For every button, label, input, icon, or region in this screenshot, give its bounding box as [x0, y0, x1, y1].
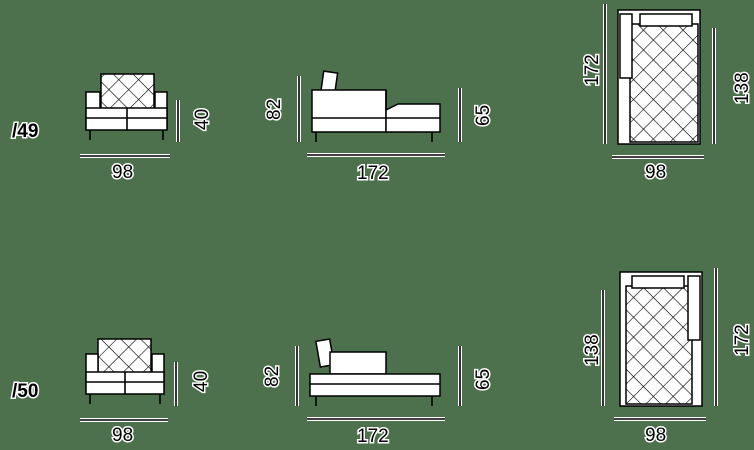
front-view-chair-49 [85, 73, 168, 140]
model-code-50: /50 [12, 381, 38, 402]
side-length-label-49: 172 [357, 163, 389, 184]
front-width-label-50: 98 [112, 425, 133, 446]
row-50: 98 40 /50 172 82 65 138 172 98 [11, 268, 754, 449]
top-width-label-49: 98 [645, 162, 666, 183]
front-width-label-49: 98 [112, 162, 133, 183]
model-code-49: /49 [12, 121, 38, 142]
top-view-chaise-49 [617, 9, 701, 145]
front-height-label-49: 40 [192, 109, 213, 130]
side-height-label-50: 82 [262, 366, 283, 387]
top-view-chaise-50 [619, 271, 703, 407]
top-width-label-50: 98 [645, 425, 666, 446]
side-seat-label-49: 65 [473, 105, 494, 126]
front-view-chair-50 [85, 338, 165, 404]
side-view-chaise-50 [309, 338, 441, 406]
top-length-label-49: 172 [582, 54, 603, 86]
row-49: 98 40 /49 172 82 65 172 138 [11, 4, 754, 186]
top-length-label-50: 172 [732, 324, 753, 356]
side-length-label-50: 172 [357, 426, 389, 447]
side-height-label-49: 82 [264, 99, 285, 120]
front-height-label-50: 40 [191, 371, 212, 392]
side-view-chaise-49 [311, 70, 441, 142]
side-seat-label-50: 65 [473, 369, 494, 390]
top-seat-label-49: 138 [732, 72, 753, 104]
top-seat-label-50: 138 [582, 334, 603, 366]
